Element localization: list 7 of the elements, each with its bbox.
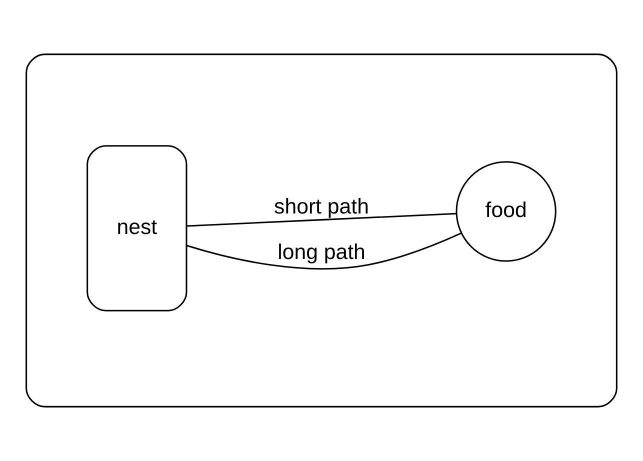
- node-circle: food: [456, 161, 556, 262]
- node-box: nest: [86, 145, 188, 312]
- edge-label: short path: [274, 194, 369, 218]
- cluster: [26, 54, 618, 408]
- connector: [187, 212, 456, 227]
- connector: [186, 232, 462, 270]
- edge-label: long path: [278, 240, 366, 264]
